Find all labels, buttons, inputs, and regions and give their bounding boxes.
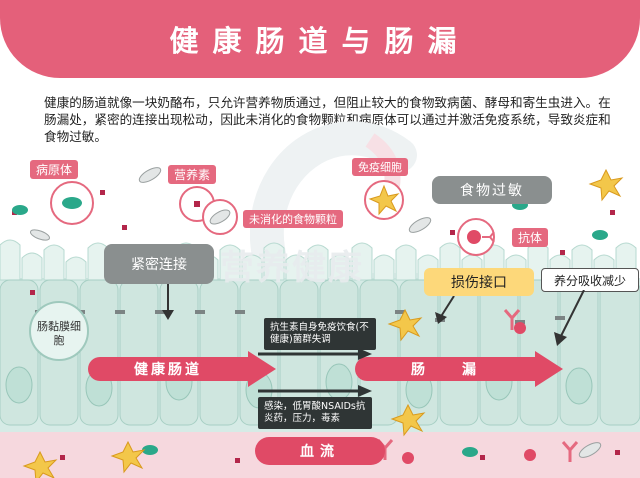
- causes-bottom-box: 感染，低胃酸NSAIDs抗炎药，压力，毒素: [258, 397, 372, 429]
- intro-paragraph: 健康的肠道就像一块奶酪布，只允许营养物质通过，但阻止较大的食物致病菌、酵母和寄生…: [44, 95, 611, 144]
- antibody-label: 抗体: [512, 228, 549, 247]
- food-allergy-bubble: 食物过敏: [432, 176, 552, 204]
- malabsorption-bubble: 养分吸收减少: [541, 268, 639, 292]
- antibody-magnifier-icon: [457, 218, 495, 256]
- damaged-junction-bubble: 损伤接口: [424, 268, 534, 296]
- page-title: 健康肠道与肠漏: [169, 24, 471, 58]
- healthy-arrow-head-icon: [248, 351, 276, 387]
- undigested-magnifier-icon: [202, 199, 238, 235]
- immune-cell-magnifier-icon: [364, 180, 404, 220]
- causes-bottom-arrow-icon: [258, 385, 372, 397]
- pathogen-magnifier-icon: [50, 181, 94, 225]
- blood-flow-label: 血流: [255, 437, 385, 465]
- nutrient-label: 营养素: [168, 165, 217, 184]
- malabsorption-pointer-icon: [554, 290, 585, 346]
- mucosa-cell-circle: [29, 301, 89, 361]
- mucosa-cell-label: 肠黏膜细胞: [37, 320, 81, 347]
- starburst-icon: [22, 168, 624, 478]
- watermark-text: 营养健康: [220, 248, 364, 288]
- damaged-junction-pointer-icon: [435, 296, 455, 324]
- pathogen-label: 病原体: [30, 160, 79, 179]
- antibody-icon: [376, 309, 579, 462]
- immune-cell-label: 免疫细胞: [352, 158, 408, 176]
- tight-junction-pointer-icon: [162, 284, 174, 320]
- causes-top-arrow-icon: [258, 348, 372, 360]
- healthy-gut-bar: 健康肠道: [88, 357, 248, 381]
- leaky-gut-bar: 肠 漏: [355, 357, 535, 381]
- causes-top-box: 抗生素自身免疫饮食(不健康)菌群失调: [264, 318, 376, 350]
- tight-junction-bubble: 紧密连接: [104, 244, 214, 284]
- title-banner: 健康肠道与肠漏: [0, 0, 640, 78]
- columnar-cells: [0, 279, 640, 426]
- leaky-arrow-head-icon: [535, 351, 563, 387]
- undigested-label: 未消化的食物颗粒: [243, 210, 343, 228]
